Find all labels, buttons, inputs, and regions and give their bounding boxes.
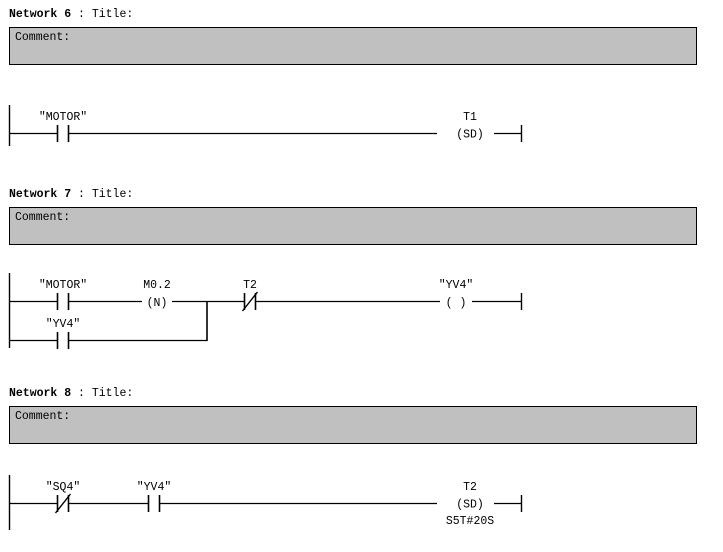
network-6-comment-box[interactable]: Comment:: [9, 27, 697, 65]
contact-label-motor: "MOTOR": [39, 279, 87, 292]
coil-symbol-sd: (SD): [456, 499, 484, 512]
coil-label-yv4: "YV4": [439, 279, 474, 292]
network-8-comment-box[interactable]: Comment:: [9, 406, 697, 444]
contact-label-sq4: "SQ4": [46, 481, 81, 494]
contact-nc-slash: [54, 493, 72, 514]
network-6-label: Network 6: [9, 8, 72, 21]
network-7-comment-text: Comment:: [15, 211, 71, 224]
network-6-comment-text: Comment:: [15, 31, 71, 44]
network-8-label: Network 8: [9, 387, 72, 400]
network-8-comment-text: Comment:: [15, 410, 71, 423]
network-7-header: Network 7 : Title:: [9, 188, 133, 202]
contact-label-yv4: "YV4": [137, 481, 172, 494]
network-6-separator: :: [71, 8, 92, 21]
contact-label-motor: "MOTOR": [39, 111, 87, 124]
network-6-header: Network 6 : Title:: [9, 8, 133, 22]
contact-nc-slash: [241, 291, 259, 312]
coil-symbol-sd: (SD): [456, 129, 484, 142]
network-7-separator: :: [71, 188, 92, 201]
coil-label-m02: M0.2: [143, 279, 171, 292]
network-8-separator: :: [71, 387, 92, 400]
coil-preset-t1: S5T#1M: [449, 145, 491, 146]
network-8-title: Title:: [91, 387, 134, 400]
contact-label-t2: T2: [243, 279, 257, 292]
coil-symbol-output: ( ): [446, 297, 467, 310]
branch-contact-label-yv4: "YV4": [46, 318, 81, 331]
coil-symbol-n: (N): [147, 297, 168, 310]
coil-label-t1: T1: [463, 111, 477, 124]
coil-label-t2: T2: [463, 481, 477, 494]
network-7-comment-box[interactable]: Comment:: [9, 207, 697, 245]
network-6-title: Title:: [91, 8, 134, 21]
network-7-label: Network 7: [9, 188, 72, 201]
network-6-ladder: "MOTOR" T1 (SD) S5T#1M: [0, 71, 723, 146]
network-7-ladder: "MOTOR" M0.2 (N) "YV4": [0, 251, 723, 361]
network-7-title: Title:: [91, 188, 134, 201]
coil-preset-t2: S5T#20S: [446, 515, 494, 528]
network-8-ladder: "SQ4" "YV4" T2 (SD) S5T#20S: [0, 450, 723, 530]
network-8-header: Network 8 : Title:: [9, 387, 133, 401]
